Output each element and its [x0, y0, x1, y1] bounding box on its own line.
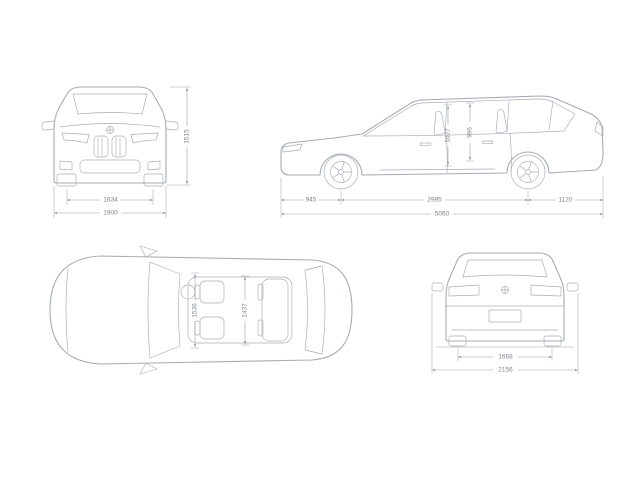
extension-line — [167, 86, 191, 186]
front-interior-width-dimension: 1536 — [191, 272, 199, 349]
dimension-value: 1027 — [445, 128, 452, 143]
front-hood-crease — [59, 123, 161, 128]
rear-interior-width-dimension: 1437 — [241, 275, 249, 346]
front-left-wheel — [56, 173, 77, 187]
top-hood-crease — [65, 267, 69, 353]
extension-tick — [191, 272, 199, 349]
front-width-dimension: 1900 — [53, 186, 167, 218]
rear-view: 1668 2156 — [431, 252, 579, 374]
kidney-grille-left — [93, 135, 109, 158]
rear-right-taillight — [530, 284, 562, 297]
dimension-value: 1900 — [103, 210, 118, 217]
rear-window — [462, 259, 548, 278]
front-left-mirror — [41, 120, 55, 131]
side-rocker-line — [379, 168, 496, 171]
rear-left-taillight — [448, 284, 480, 297]
dimension-value: 2995 — [427, 197, 442, 204]
front-right-vent — [147, 160, 161, 171]
dimension-value: 1437 — [242, 303, 249, 318]
top-rear-window — [304, 265, 326, 355]
front-right-wheel — [143, 173, 164, 187]
front-door-handle — [419, 142, 432, 146]
top-view: 1536 1437 — [49, 245, 353, 375]
overall-width-dimension: 2156 — [432, 367, 578, 374]
side-rear-seat — [495, 109, 508, 134]
dimension-value: 1634 — [103, 197, 118, 204]
top-windshield — [147, 261, 181, 359]
front-left-vent — [59, 160, 73, 171]
dimension-value: 2156 — [498, 367, 513, 374]
side-headlight — [282, 143, 303, 153]
wheel-spokes — [332, 162, 352, 182]
front-lower-intake — [79, 159, 141, 174]
side-glasshouse — [362, 98, 576, 137]
front-right-headlight — [130, 132, 159, 144]
top-front-seats — [194, 280, 225, 340]
side-front-wheel — [323, 154, 359, 190]
dimension-value: 1515 — [184, 129, 191, 144]
side-pillars — [444, 100, 554, 135]
side-front-seat — [433, 111, 446, 136]
side-taillight — [594, 121, 604, 137]
rear-right-mirror — [566, 282, 579, 292]
kidney-grille-right — [111, 135, 127, 158]
front-view: 1634 1900 1515 — [41, 86, 191, 218]
rear-headroom-dimension: 996 — [466, 102, 474, 162]
front-overhang-dimension: 945 — [281, 197, 341, 204]
side-door-cutlines — [445, 132, 512, 174]
front-windshield — [72, 93, 148, 115]
overall-length-dimension: 5060 — [281, 211, 603, 218]
wheel-spokes — [519, 162, 539, 182]
rear-overhang-dimension: 1120 — [528, 197, 603, 204]
top-right-mirror — [139, 362, 158, 375]
top-left-mirror — [139, 245, 158, 258]
dimension-value: 1120 — [559, 197, 573, 204]
side-body-outline — [280, 95, 604, 176]
front-headroom-dimension: 1027 — [444, 104, 452, 167]
dimension-value: 1536 — [192, 303, 199, 318]
front-left-headlight — [61, 132, 90, 144]
grille-slats — [97, 137, 121, 156]
brand-roundel-cross — [106, 126, 114, 134]
dimension-value: 996 — [467, 127, 474, 138]
extension-tick — [466, 102, 474, 162]
rear-left-mirror — [431, 282, 444, 292]
top-roof-panel — [187, 276, 293, 344]
license-plate — [488, 309, 522, 323]
dimension-value: 1668 — [498, 354, 513, 361]
rear-track-dimension: 1668 — [458, 354, 552, 361]
side-view: 1027 996 945 2995 1120 5060 — [280, 95, 604, 218]
rear-body-outline — [445, 252, 565, 342]
front-body-outline — [53, 86, 167, 184]
extension-line — [280, 176, 604, 218]
rear-door-handle — [481, 140, 494, 144]
top-rear-bench — [257, 278, 289, 342]
brand-roundel-cross — [501, 286, 509, 294]
extension-tick — [444, 104, 452, 167]
front-right-mirror — [165, 120, 179, 131]
extension-line — [66, 189, 154, 205]
front-track-dimension: 1634 — [66, 189, 154, 205]
dimension-value: 945 — [306, 197, 317, 204]
side-rear-wheel — [510, 154, 546, 190]
dimension-value: 5060 — [435, 211, 450, 218]
extension-line — [431, 293, 579, 374]
wheelbase-dimension: 2995 — [341, 197, 528, 204]
extension-tick — [241, 275, 249, 346]
top-body-outline — [49, 255, 353, 365]
height-dimension: 1515 — [167, 86, 191, 186]
